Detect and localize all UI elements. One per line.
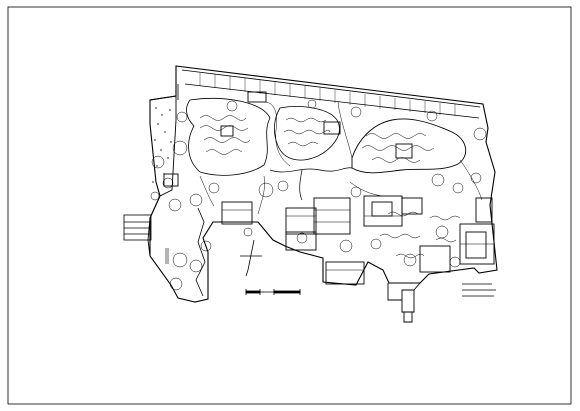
- rockery-texture: [199, 115, 461, 259]
- building-southeast: [475, 197, 493, 223]
- building-south-central: [285, 207, 317, 235]
- hall-main-inner: [371, 201, 393, 217]
- southwest-strip: [195, 207, 206, 297]
- tree-canopies: [189, 99, 487, 273]
- building-east-c: [465, 231, 487, 259]
- pond-central: [274, 106, 340, 161]
- buildings: [163, 91, 495, 285]
- stream: [269, 167, 353, 201]
- building-south-1: [325, 261, 365, 285]
- pond-east-island: [351, 118, 467, 174]
- west-planting-dots: [152, 107, 172, 183]
- hall-north-west: [247, 91, 267, 103]
- building-central-west: [221, 201, 253, 225]
- west-garden-block: [147, 95, 177, 257]
- building-south-2: [285, 231, 317, 251]
- courtyard-main: [363, 195, 403, 227]
- sheet-border: [7, 6, 572, 405]
- north-arrow: [240, 239, 262, 277]
- north-corridor: [177, 69, 481, 119]
- pavilion-west: [220, 125, 234, 137]
- building-south-3: [419, 245, 451, 273]
- building-east-a: [401, 197, 423, 215]
- pond-west: [186, 98, 271, 176]
- side-label: [165, 248, 169, 264]
- south-gate: [387, 282, 421, 323]
- garden-paths: [199, 101, 483, 215]
- corridor-hatching: [199, 73, 456, 116]
- pavilion-island: [395, 143, 413, 159]
- legend-note: [462, 283, 496, 297]
- west-tree-canopies: [150, 111, 188, 291]
- scale-bar: [245, 289, 301, 295]
- house-west-mid: [163, 173, 179, 187]
- building-central: [313, 197, 351, 235]
- pavilion-central: [323, 121, 341, 135]
- building-inner-lines: [222, 209, 494, 271]
- west-entrance: [123, 214, 152, 241]
